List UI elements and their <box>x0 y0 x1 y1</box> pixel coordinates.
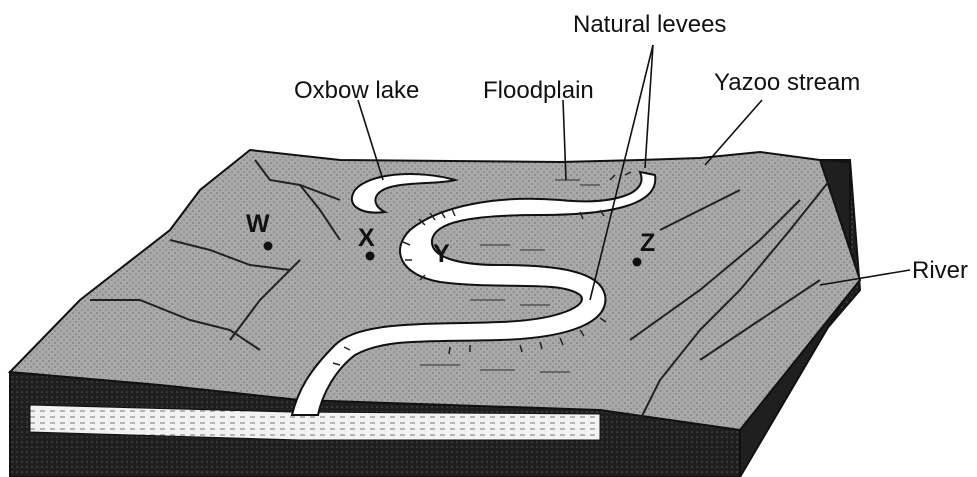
floodplain-label: Floodplain <box>483 77 594 104</box>
point-z-marker <box>633 258 642 267</box>
point-y-label: Y <box>433 240 450 268</box>
natural-levees-label: Natural levees <box>573 11 726 38</box>
yazoo-stream-label: Yazoo stream <box>714 69 860 96</box>
point-w-marker <box>264 242 273 251</box>
point-w-label: W <box>246 210 270 238</box>
point-x-marker <box>366 252 375 261</box>
oxbow-lake-label: Oxbow lake <box>294 77 419 104</box>
point-x-label: X <box>358 224 375 252</box>
point-z-label: Z <box>640 229 655 257</box>
river-label: River <box>912 257 968 284</box>
